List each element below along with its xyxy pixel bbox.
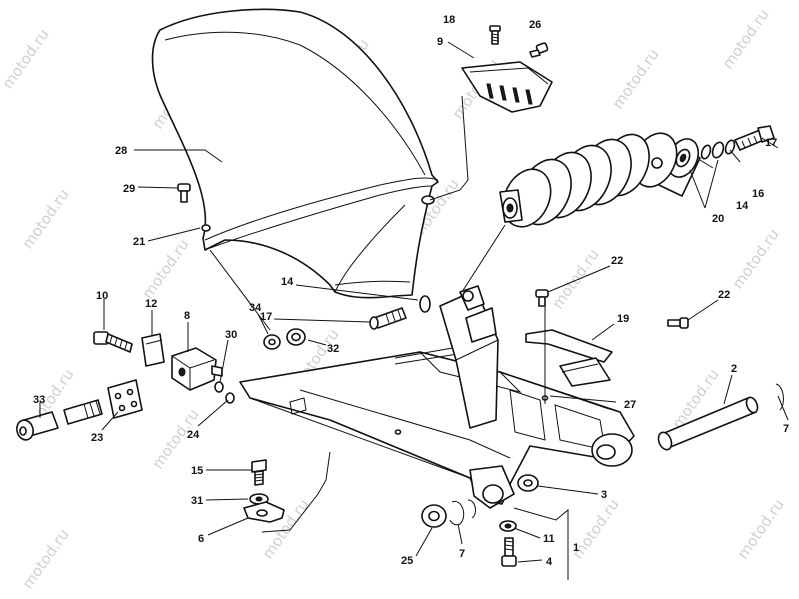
callout-label: 14 [736,200,749,212]
callout-label: 33 [33,394,45,406]
callout-label: 21 [133,236,145,248]
callout-label: 31 [191,495,203,507]
watermark: motod.ru [549,246,603,313]
washer [249,493,269,505]
bolt [667,317,689,329]
watermark: motod.ru [609,46,663,113]
callout-label: 14 [281,276,294,288]
swingarm [239,285,635,509]
callout-label: 17 [765,137,777,149]
watermark: motod.ru [139,236,193,303]
callout-label: 20 [712,213,724,225]
callout-label: 1 [573,542,579,554]
callout-label: 24 [187,429,200,441]
chain-guard-bracket [461,61,553,113]
circlip [449,499,476,526]
watermark: motod.ru [729,226,783,293]
callout-label: 25 [401,555,413,567]
rear-shock-absorber [499,132,701,228]
callout-label: 7 [783,423,789,435]
bearing [421,504,447,528]
linkage-bracket [525,329,613,387]
callout-label: 17 [260,311,272,323]
callout-label: 30 [225,329,237,341]
watermark: motod.ru [734,496,788,563]
callout-label: 6 [198,533,204,545]
bolt [529,42,549,58]
washer [214,381,235,404]
bolt [177,183,191,203]
washer [499,520,517,532]
watermark: motod.ru [19,526,73,593]
shock-mount-hardware [700,125,775,160]
callout-label: 10 [96,290,108,302]
callout-label: 28 [115,145,127,157]
rear-mudguard [151,8,439,299]
chain-adjuster-block [141,333,165,367]
callout-label: 26 [529,19,541,31]
mounting-bracket [243,501,285,523]
callout-label: 29 [123,183,135,195]
callout-label: 2 [731,363,737,375]
leader-lines [39,41,789,580]
callout-label: 12 [145,298,157,310]
bolt [501,537,517,567]
washer-pair [263,328,306,350]
callout-label: 27 [624,399,636,411]
watermark: motod.ru [19,186,73,253]
callout-label: 7 [459,548,465,560]
bolt [535,289,549,307]
callout-label: 19 [617,313,629,325]
adjuster-slider [171,347,223,391]
callout-label: 8 [184,310,190,322]
adjuster-plate [107,379,143,419]
callout-label: 23 [91,432,103,444]
callout-label: 32 [327,343,339,355]
wheel-axle [657,383,784,451]
callout-label: 16 [752,188,764,200]
watermark: motod.ru [0,26,53,93]
chain-adjuster-bolt [93,331,133,353]
watermark: motod.ru [719,6,773,73]
bolt [251,459,267,486]
callout-label: 3 [601,489,607,501]
bolt [489,25,501,45]
callout-label: 11 [543,533,555,545]
callout-label: 34 [249,302,262,314]
bolt [369,295,431,330]
callout-label: 15 [191,465,203,477]
callout-label: 9 [437,36,443,48]
pivot-spindle [16,399,103,441]
callout-label: 22 [611,255,623,267]
callout-label: 22 [718,289,730,301]
callout-label: 18 [443,14,455,26]
callout-labels: 18 26 9 28 17 16 14 20 29 21 14 22 10 12… [33,14,789,568]
washer [517,474,539,492]
callout-label: 4 [546,556,553,568]
